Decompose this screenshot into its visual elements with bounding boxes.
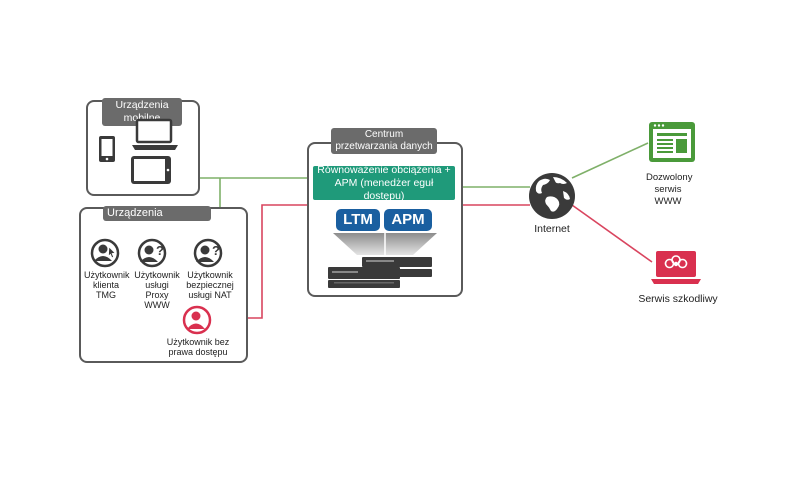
ltm-badge: LTM <box>336 209 380 231</box>
devices-title: Urządzenia <box>103 206 211 221</box>
user-tmg-icon <box>90 238 120 268</box>
tablet-icon <box>131 156 171 184</box>
unauthorized-user-icon <box>182 305 212 335</box>
devices-group <box>79 207 248 363</box>
user-nat-label: Użytkownik bezpiecznej usługi NAT <box>186 270 234 300</box>
phone-icon <box>99 136 115 162</box>
red-link-internet-to-malicious <box>571 204 653 263</box>
green-link-internet-to-allowed <box>571 142 649 179</box>
funnel-shape <box>333 233 437 255</box>
user-tmg-label: Użytkownik klienta TMG <box>84 270 130 300</box>
user-nat-icon: ? <box>193 238 223 268</box>
server-rack-icon <box>328 257 432 288</box>
load-balancing-banner: Równoważenie obciążenia + APM (menedżer … <box>313 164 455 202</box>
globe-icon <box>529 173 575 219</box>
svg-text:?: ? <box>212 243 220 258</box>
unauthorized-user-label: Użytkownik bez prawa dostępu <box>166 337 230 357</box>
allowed-website-icon <box>649 122 695 162</box>
malicious-website-label: Serwis szkodliwy <box>638 293 718 305</box>
allowed-website-label: Dozwolony serwis WWW <box>646 172 693 207</box>
datacenter-title: Centrum przetwarzania danych <box>331 128 437 154</box>
user-proxy-label: Użytkownik usługi Proxy WWW <box>134 270 180 310</box>
user-proxy-icon: ? <box>137 238 167 268</box>
svg-text:?: ? <box>156 243 164 258</box>
laptop-icon <box>132 118 178 150</box>
malicious-laptop-biohazard-icon <box>651 251 701 284</box>
internet-label: Internet <box>534 223 570 235</box>
apm-badge: APM <box>384 209 432 231</box>
